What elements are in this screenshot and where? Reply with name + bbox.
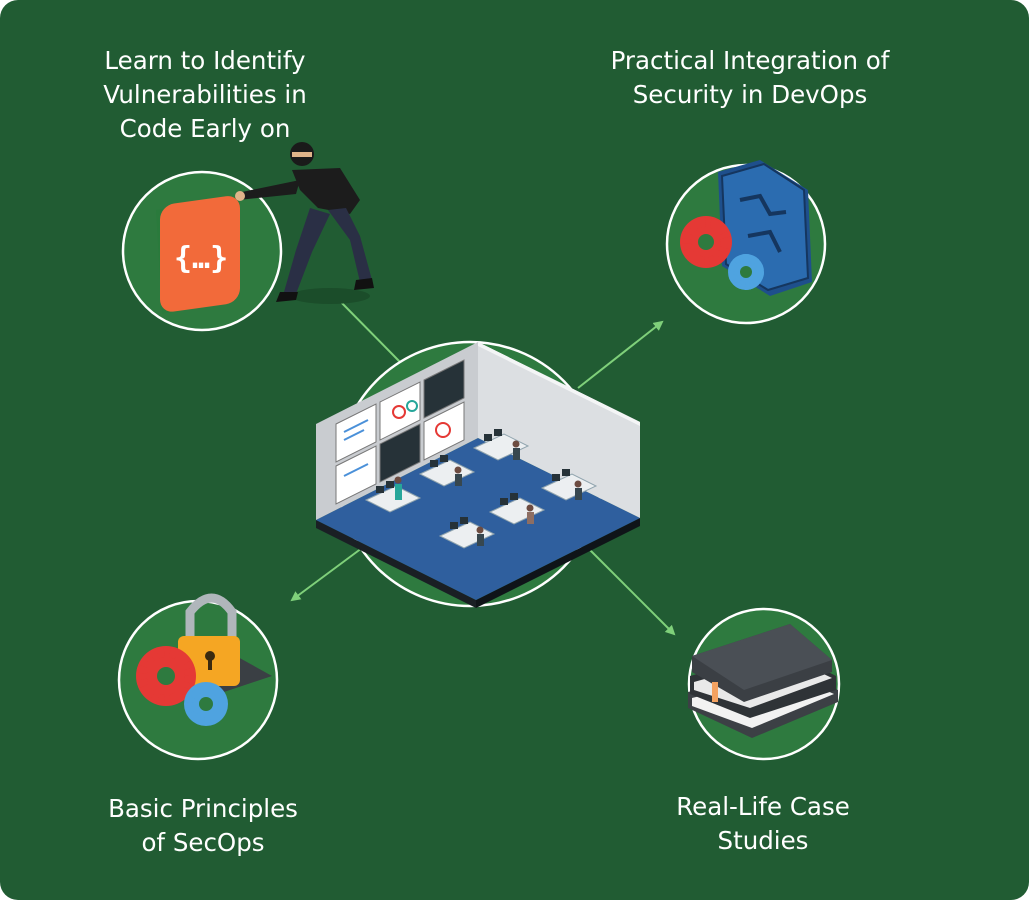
topic-label-devops: Practical Integration of Security in Dev… — [610, 46, 890, 109]
topic-label-vulnerabilities: Learn to Identify Vulnerabilities in Cod… — [103, 46, 307, 143]
gears-chip-icon — [680, 160, 812, 296]
arrow-to-vulnerabilities — [330, 291, 401, 363]
arrow-to-case-studies — [587, 547, 676, 636]
security-operations-center-icon — [316, 342, 640, 608]
books-icon — [688, 624, 838, 738]
code-hacker-icon: {…} — [156, 142, 374, 314]
topic-label-secops: Basic Principles of SecOps — [108, 794, 298, 857]
topic-label-case-studies: Real-Life Case Studies — [676, 792, 850, 855]
padlock-gears-icon — [136, 593, 272, 726]
arrow-to-secops — [290, 547, 363, 602]
svg-text:{…}: {…} — [174, 241, 228, 276]
arrow-to-devops — [577, 320, 664, 389]
